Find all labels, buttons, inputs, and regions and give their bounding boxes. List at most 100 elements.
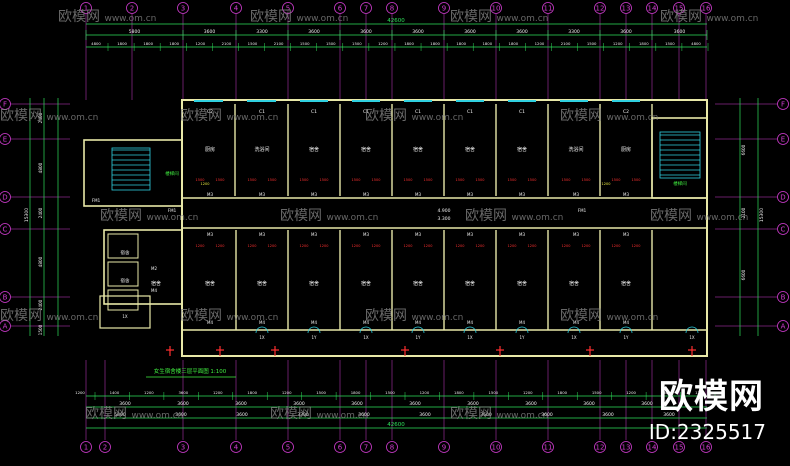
axis-bubble-bottom <box>360 441 372 453</box>
dimension-text: 1800 <box>117 41 127 46</box>
dimension-text: 1800 <box>509 41 519 46</box>
balcony-tag: 1X <box>122 314 128 319</box>
dimension-text: 3600 <box>541 412 553 418</box>
door-dimension: 1500 <box>268 178 277 182</box>
door-label: M4 <box>207 320 213 325</box>
dimension-text: 1800 <box>456 41 466 46</box>
door-dimension: 1500 <box>300 178 309 182</box>
balcony-tag: 1X <box>259 335 265 340</box>
axis-label-bottom: 15 <box>675 444 684 452</box>
door-label: M3 <box>311 232 317 237</box>
axis-bubble-right <box>777 291 789 303</box>
door-dimension: 1500 <box>562 178 571 182</box>
door-label: FM1 <box>578 208 587 213</box>
door-label: M3 <box>519 192 525 197</box>
dimension-text: 1500 <box>38 324 43 335</box>
axis-bubble-bottom <box>177 441 189 453</box>
dimension-overall-top: 42600 <box>387 18 405 24</box>
door-label: M4 <box>311 320 317 325</box>
stair-label: 楼梯间 <box>165 170 179 177</box>
door-swing <box>359 326 373 334</box>
axis-bubble-bottom <box>673 441 685 453</box>
dimension-note: 1200 <box>201 182 210 186</box>
balcony-tag: 1Y <box>520 335 526 340</box>
axis-label-top: 8 <box>390 5 394 13</box>
door-label: M3 <box>519 232 525 237</box>
door-swing <box>255 326 269 334</box>
toilet-room <box>107 289 139 311</box>
axis-bubble-top <box>282 2 294 14</box>
axis-label-left: E <box>3 136 7 144</box>
window-label: C1 <box>363 109 369 115</box>
door-swing <box>567 326 581 334</box>
dimension-text: 1800 <box>404 41 414 46</box>
door-dimension: 1200 <box>456 244 465 248</box>
dimension-text: 1800 <box>143 41 153 46</box>
dimension-note: 1200 <box>602 182 611 186</box>
axis-bubble-bottom <box>80 441 92 453</box>
door-dimension: 1200 <box>582 244 591 248</box>
door-dimension: 1200 <box>562 244 571 248</box>
dimension-text: 2400 <box>38 299 43 310</box>
dimension-text: 1800 <box>169 41 179 46</box>
wing-block-left <box>103 229 183 305</box>
door-label: M2 <box>151 266 157 271</box>
axis-bubble-top <box>438 2 450 14</box>
axis-label-bottom: 11 <box>544 444 553 452</box>
door-label: M3 <box>207 192 213 197</box>
axis-bubble-right <box>777 320 789 332</box>
axis-label-bottom: 14 <box>648 444 657 452</box>
door-dimension: 1500 <box>404 178 413 182</box>
axis-label-bottom: 6 <box>338 444 343 452</box>
axis-label-top: 7 <box>364 5 368 13</box>
dimension-text: 3600 <box>663 412 675 418</box>
axis-bubble-top <box>490 2 502 14</box>
door-dimension: 1200 <box>528 244 537 248</box>
axis-label-bottom: 2 <box>103 444 107 452</box>
axis-label-right: F <box>781 101 785 109</box>
door-label: M3 <box>415 192 421 197</box>
dimension-text: 3300 <box>297 412 309 418</box>
axis-bubble-left <box>0 320 11 332</box>
dimension-text: 3600 <box>467 401 479 407</box>
axis-label-top: 12 <box>596 5 605 13</box>
balcony-tag: 1X <box>363 335 369 340</box>
axis-label-right: B <box>781 294 786 302</box>
door-label: M4 <box>519 320 525 325</box>
door-swing <box>307 326 321 334</box>
dimension-text: 3600 <box>419 412 431 418</box>
dimension-text: 1500 <box>385 390 395 395</box>
dimension-text: 1400 <box>110 390 120 395</box>
level-mark: 4.900 <box>438 208 451 214</box>
room-label-bottom: 宿舍 <box>465 280 475 287</box>
balcony-tag: 1X <box>571 335 577 340</box>
dimension-text: 1500 <box>326 41 336 46</box>
axis-bubble-left <box>0 133 11 145</box>
axis-bubble-bottom <box>99 441 111 453</box>
axis-label-top: 11 <box>544 5 553 13</box>
door-dimension: 1200 <box>352 244 361 248</box>
level-mark: 3.300 <box>438 216 451 222</box>
door-dimension: 1500 <box>476 178 485 182</box>
axis-bubble-top <box>80 2 92 14</box>
door-dimension: 1200 <box>508 244 517 248</box>
door-dimension: 1500 <box>528 178 537 182</box>
door-dimension: 1500 <box>216 178 225 182</box>
door-dimension: 1200 <box>632 244 641 248</box>
dimension-text: 3600 <box>293 401 305 407</box>
door-swing <box>515 326 529 334</box>
door-dimension: 1500 <box>612 178 621 182</box>
room-label-bottom: 宿舍 <box>257 280 267 287</box>
dimension-text: 3300 <box>256 29 268 35</box>
dimension-overall-bottom: 42600 <box>387 422 405 428</box>
door-swing <box>685 326 699 334</box>
balcony-tag: 1X <box>467 335 473 340</box>
dimension-text: 1500 <box>352 41 362 46</box>
axis-bubble-right <box>777 133 789 145</box>
door-dimension: 1200 <box>300 244 309 248</box>
dimension-text: 1500 <box>587 41 597 46</box>
room-label-top: 厨房 <box>205 146 215 153</box>
door-dimension: 1200 <box>372 244 381 248</box>
drawing-title: 女生宿舍楼三层平面图 1:100 <box>154 367 227 375</box>
axis-label-bottom: 16 <box>702 444 711 452</box>
